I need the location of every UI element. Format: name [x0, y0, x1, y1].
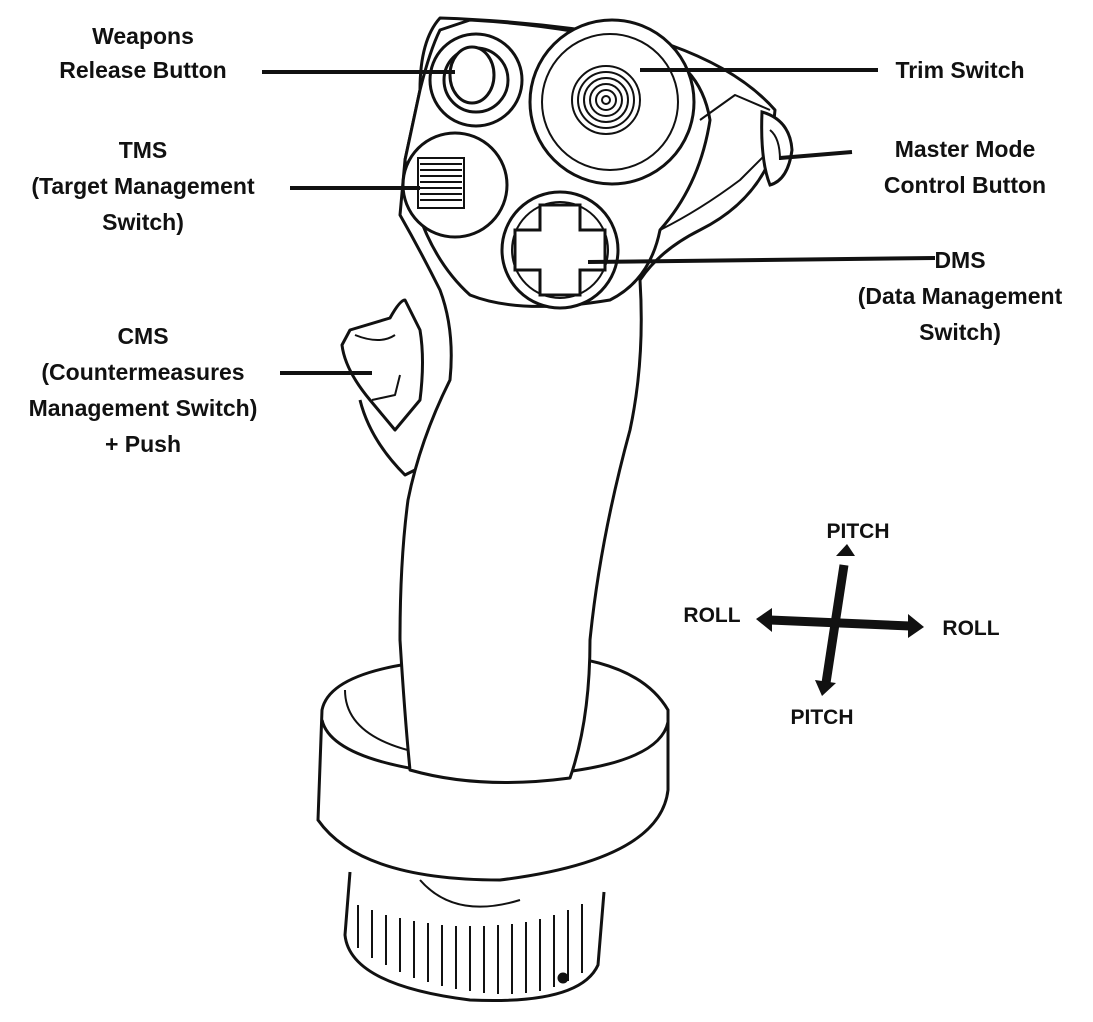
- dms-label: DMS (Data Management Switch): [858, 247, 1063, 345]
- leader-lines: [262, 68, 936, 375]
- roll-left-arrowhead: [756, 608, 772, 632]
- svg-text:(Data Management: (Data Management: [858, 283, 1063, 309]
- svg-text:Management Switch): Management Switch): [29, 395, 258, 421]
- master-mode-label: Master Mode Control Button: [884, 136, 1046, 198]
- pitch-up-arrowhead: [836, 544, 855, 556]
- trim-switch-label: Trim Switch: [895, 57, 1024, 83]
- master-mode-button[interactable]: [760, 110, 794, 187]
- cms-label: CMS (Countermeasures Management Switch) …: [29, 323, 258, 457]
- tms-label: TMS (Target Management Switch): [31, 137, 255, 235]
- roll-arrow: [769, 615, 911, 631]
- pitch-down-arrowhead: [815, 680, 836, 696]
- svg-text:TMS: TMS: [119, 137, 168, 163]
- svg-text:Weapons: Weapons: [92, 23, 194, 49]
- weapons-release-button[interactable]: [428, 32, 524, 128]
- dms-leader: [587, 256, 936, 264]
- svg-text:Trim Switch: Trim Switch: [895, 57, 1024, 83]
- svg-text:Release Button: Release Button: [59, 57, 226, 83]
- master-mode-leader: [779, 150, 853, 160]
- weapons-release-label: Weapons Release Button: [59, 23, 226, 83]
- dms-switch[interactable]: [500, 190, 620, 310]
- cms-switch[interactable]: [340, 298, 424, 477]
- svg-text:CMS: CMS: [117, 323, 168, 349]
- svg-text:Control Button: Control Button: [884, 172, 1046, 198]
- roll-left-label: ROLL: [683, 604, 740, 627]
- pitch-down-label: PITCH: [791, 706, 854, 729]
- svg-text:+ Push: + Push: [105, 431, 181, 457]
- svg-text:(Countermeasures: (Countermeasures: [41, 359, 244, 385]
- pitch-roll-cross: [756, 544, 924, 696]
- pitch-up-label: PITCH: [827, 520, 890, 543]
- svg-text:Master Mode: Master Mode: [895, 136, 1036, 162]
- roll-right-arrowhead: [908, 614, 924, 638]
- trim-switch[interactable]: [528, 18, 696, 186]
- svg-text:(Target Management: (Target Management: [31, 173, 255, 199]
- svg-text:Switch): Switch): [919, 319, 1001, 345]
- base-ribs: [357, 904, 583, 994]
- svg-text:DMS: DMS: [934, 247, 985, 273]
- roll-right-label: ROLL: [942, 617, 999, 640]
- tms-switch[interactable]: [401, 131, 509, 239]
- svg-text:Switch): Switch): [102, 209, 184, 235]
